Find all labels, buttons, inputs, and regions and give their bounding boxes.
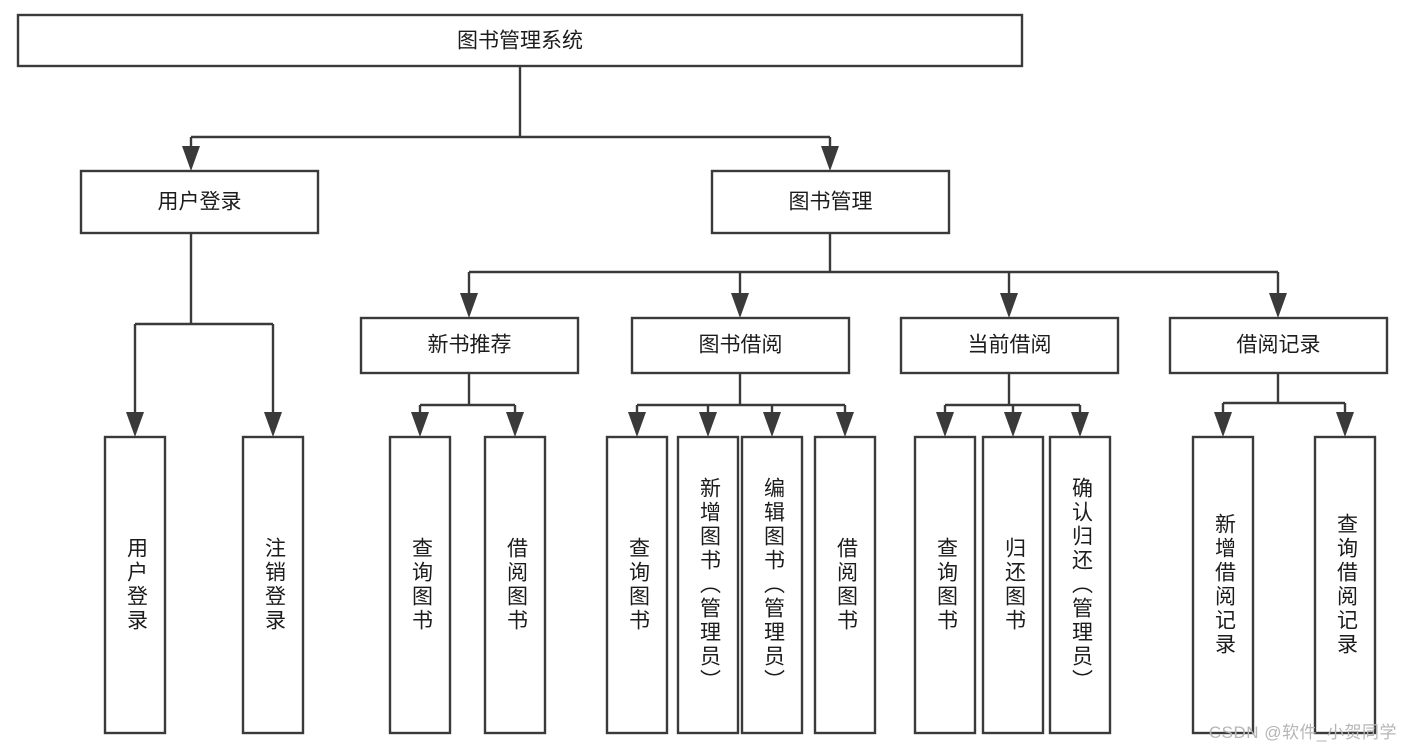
leaf-current-borrow-confirm-box bbox=[1048, 435, 1112, 735]
node-current-borrow-label: 当前借阅 bbox=[968, 334, 1052, 357]
node-borrow-record-label: 借阅记录 bbox=[1237, 334, 1321, 357]
node-book-management[interactable]: 图书管理 bbox=[710, 169, 951, 235]
leaf-borrow-record-add-box bbox=[1191, 435, 1255, 735]
leaf-book-borrow-borrow-box bbox=[813, 435, 877, 735]
leaf-book-borrow-edit-label: 编辑图书（管理员） bbox=[761, 477, 785, 693]
leaf-book-borrow-add-box bbox=[676, 435, 740, 735]
node-current-borrow[interactable]: 当前借阅 bbox=[899, 316, 1120, 375]
node-book-borrow-box bbox=[630, 316, 851, 375]
leaf-current-borrow-query-label: 查询图书 bbox=[934, 537, 958, 633]
node-borrow-record-box bbox=[1168, 316, 1389, 375]
arrow-head-br-leaf-2 bbox=[1336, 412, 1354, 437]
node-user-login[interactable]: 用户登录 bbox=[79, 169, 320, 235]
node-book-management-box bbox=[710, 169, 951, 235]
leaf-new-book-borrow[interactable]: 借阅图书 bbox=[483, 435, 547, 735]
node-root-label: 图书管理系统 bbox=[457, 30, 583, 53]
node-root-box bbox=[16, 13, 1024, 68]
leaf-book-borrow-borrow-label: 借阅图书 bbox=[834, 537, 858, 633]
leaf-book-borrow-query-box bbox=[605, 435, 669, 735]
node-book-borrow-label: 图书借阅 bbox=[699, 334, 783, 357]
arrow-head-nb-leaf-1 bbox=[411, 412, 429, 437]
node-user-login-label: 用户登录 bbox=[158, 191, 242, 214]
arrow-head-new-book bbox=[460, 293, 478, 318]
leaf-borrow-record-query[interactable]: 查询借阅记录 bbox=[1313, 435, 1377, 735]
leaf-current-borrow-return-box bbox=[981, 435, 1045, 735]
leaf-borrow-record-add[interactable]: 新增借阅记录 bbox=[1191, 435, 1255, 735]
arrow-head-cb-leaf-1 bbox=[936, 412, 954, 437]
leaf-book-borrow-edit-box bbox=[740, 435, 804, 735]
leaf-current-borrow-return-label: 归还图书 bbox=[1002, 537, 1026, 633]
leaf-new-book-query-box bbox=[388, 435, 452, 735]
leaf-book-borrow-add-label: 新增图书（管理员） bbox=[697, 477, 721, 693]
leaf-user-login-login-label: 用户登录 bbox=[124, 537, 148, 633]
leaf-current-borrow-return[interactable]: 归还图书 bbox=[981, 435, 1045, 735]
leaf-user-login-logout-box bbox=[241, 435, 305, 735]
arrow-head-book-borrow bbox=[731, 293, 749, 318]
arrow-head-bb-leaf-1 bbox=[628, 412, 646, 437]
node-new-book-recommend[interactable]: 新书推荐 bbox=[359, 316, 580, 375]
leaf-current-borrow-query[interactable]: 查询图书 bbox=[913, 435, 977, 735]
leaf-book-borrow-query-label: 查询图书 bbox=[626, 537, 650, 633]
arrow-head-nb-leaf-2 bbox=[506, 412, 524, 437]
leaf-new-book-borrow-box bbox=[483, 435, 547, 735]
leaf-current-borrow-confirm-label: 确认归还（管理员） bbox=[1069, 477, 1093, 693]
connector-layer bbox=[126, 66, 1354, 437]
leaf-user-login-logout[interactable]: 注销登录 bbox=[241, 435, 305, 735]
node-borrow-record[interactable]: 借阅记录 bbox=[1168, 316, 1389, 375]
arrow-head-bb-leaf-3 bbox=[763, 412, 781, 437]
node-user-login-box bbox=[79, 169, 320, 235]
arrow-head-bb-leaf-4 bbox=[836, 412, 854, 437]
leaf-book-borrow-borrow[interactable]: 借阅图书 bbox=[813, 435, 877, 735]
node-root-system[interactable]: 图书管理系统 bbox=[16, 13, 1024, 68]
leaf-user-login-login[interactable]: 用户登录 bbox=[103, 435, 167, 735]
node-new-book-recommend-box bbox=[359, 316, 580, 375]
node-new-book-recommend-label: 新书推荐 bbox=[428, 334, 512, 357]
leaf-borrow-record-query-box bbox=[1313, 435, 1377, 735]
arrow-head-user-login bbox=[182, 146, 200, 171]
arrow-head-book-mgmt bbox=[821, 146, 839, 171]
leaf-book-borrow-edit[interactable]: 编辑图书（管理员） bbox=[740, 435, 804, 735]
leaf-borrow-record-add-label: 新增借阅记录 bbox=[1212, 513, 1236, 657]
arrow-head-borrow-record bbox=[1269, 293, 1287, 318]
leaf-user-login-logout-label: 注销登录 bbox=[262, 537, 286, 633]
leaf-new-book-query[interactable]: 查询图书 bbox=[388, 435, 452, 735]
node-current-borrow-box bbox=[899, 316, 1120, 375]
arrow-head-cb-leaf-3 bbox=[1071, 412, 1089, 437]
leaf-new-book-query-label: 查询图书 bbox=[409, 537, 433, 633]
arrow-head-current-borrow bbox=[1000, 293, 1018, 318]
leaf-book-borrow-query[interactable]: 查询图书 bbox=[605, 435, 669, 735]
arrow-head-leaf-logout bbox=[264, 412, 282, 437]
arrow-head-cb-leaf-2 bbox=[1004, 412, 1022, 437]
arrow-head-leaf-user-login bbox=[126, 412, 144, 437]
arrow-head-bb-leaf-2 bbox=[699, 412, 717, 437]
node-book-borrow[interactable]: 图书借阅 bbox=[630, 316, 851, 375]
leaf-book-borrow-add[interactable]: 新增图书（管理员） bbox=[676, 435, 740, 735]
node-book-management-label: 图书管理 bbox=[789, 191, 873, 214]
leaf-borrow-record-query-label: 查询借阅记录 bbox=[1334, 513, 1358, 657]
leaf-user-login-login-box bbox=[103, 435, 167, 735]
leaf-new-book-borrow-label: 借阅图书 bbox=[504, 537, 528, 633]
leaf-current-borrow-confirm[interactable]: 确认归还（管理员） bbox=[1048, 435, 1112, 735]
arrow-head-br-leaf-1 bbox=[1214, 412, 1232, 437]
leaf-current-borrow-query-box bbox=[913, 435, 977, 735]
